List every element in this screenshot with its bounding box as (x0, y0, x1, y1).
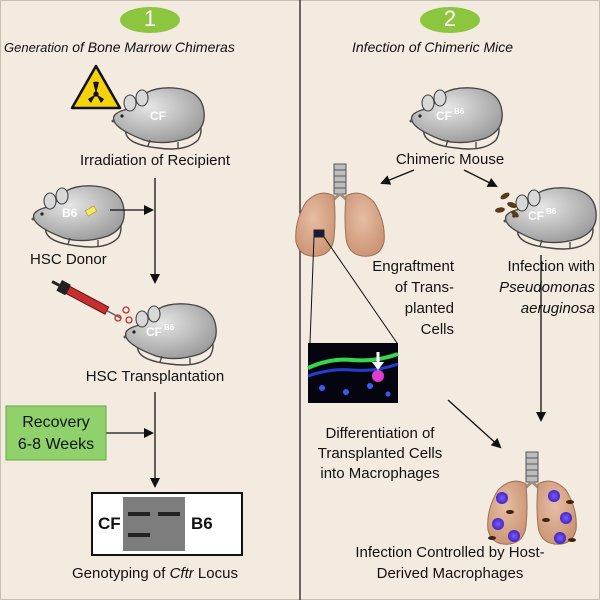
panel1-title-prefix: Generation (4, 40, 69, 55)
genotyping-label: Genotyping of Cftr Locus (30, 564, 280, 583)
donor-mouse-label: B6 (62, 206, 78, 220)
infection-line3: aeruginosa (520, 300, 595, 317)
hsc-donor-label: HSC Donor (30, 251, 107, 268)
zoom-lines (309, 236, 398, 344)
differentiation-line: into Macrophages (320, 465, 440, 482)
infection-line2: Pseudomonas (499, 279, 595, 296)
controlled-line: Derived Macrophages (376, 565, 524, 582)
infected-mouse-icon: CF B6 (502, 187, 597, 250)
step-2-badge (420, 7, 480, 33)
infected-lung-icon (486, 450, 578, 546)
genotyping-gene: Cftr (169, 565, 194, 582)
engraftment-line: Cells (420, 321, 454, 338)
infected-mouse-label-sup: B6 (546, 207, 557, 216)
recovery-line2: 6-8 Weeks (17, 436, 95, 453)
chimera-mouse-icon: CF B6 (122, 303, 217, 366)
chimeric-mouse-icon: CF B6 (408, 87, 503, 150)
panel2-arrows (380, 169, 546, 449)
cell-droplets (114, 306, 133, 324)
step-1-number: 1 (143, 6, 157, 31)
infected-mouse-label-main: CF (528, 209, 544, 223)
chimera-mouse-label-sup: B6 (164, 323, 175, 332)
panel1-arrows (106, 178, 160, 488)
chimeric-mouse-label-sup: B6 (454, 107, 465, 116)
engraftment-line: planted (404, 300, 454, 317)
bacteria-icon (495, 192, 519, 218)
panel1-title-rest: of Bone Marrow Chimeras (68, 39, 235, 55)
panel1-title: Generation of Bone Marrow Chimeras (4, 38, 235, 57)
gel-label-b6: B6 (191, 514, 213, 533)
syringe-icon (51, 280, 122, 319)
recipient-mouse-label: CF (150, 109, 166, 123)
micrograph-image (307, 343, 399, 403)
engraftment-line: of Trans- (394, 279, 454, 296)
chimera-mouse-label-main: CF (146, 325, 162, 339)
radiation-icon (70, 64, 122, 110)
differentiation-line: Transplanted Cells (317, 445, 443, 462)
step-2-number: 2 (443, 6, 457, 31)
irradiation-label: Irradiation of Recipient (79, 152, 231, 169)
gel-label-cf: CF (98, 514, 121, 533)
donor-mouse-icon: B6 (30, 185, 125, 248)
hsc-transplantation-label: HSC Transplantation (85, 368, 225, 385)
differentiation-line: Differentiation of (325, 425, 435, 442)
engraftment-line: Engraftment (372, 258, 454, 275)
chimeric-mouse-label-main: CF (436, 109, 452, 123)
recovery-line1: Recovery (22, 414, 90, 431)
recipient-mouse-icon: CF (110, 87, 205, 150)
gel-image (91, 492, 243, 556)
genotyping-prefix: Genotyping of (72, 565, 170, 582)
recovery-box (5, 405, 107, 461)
step-1-badge (120, 7, 180, 33)
lung-icon (294, 162, 386, 258)
chimeric-mouse-text: Chimeric Mouse (395, 151, 505, 168)
panel2-title: Infection of Chimeric Mice (352, 39, 514, 55)
genotyping-suffix: Locus (193, 565, 238, 582)
infection-line1: Infection with (507, 258, 595, 275)
controlled-line: Infection Controlled by Host- (355, 544, 545, 561)
